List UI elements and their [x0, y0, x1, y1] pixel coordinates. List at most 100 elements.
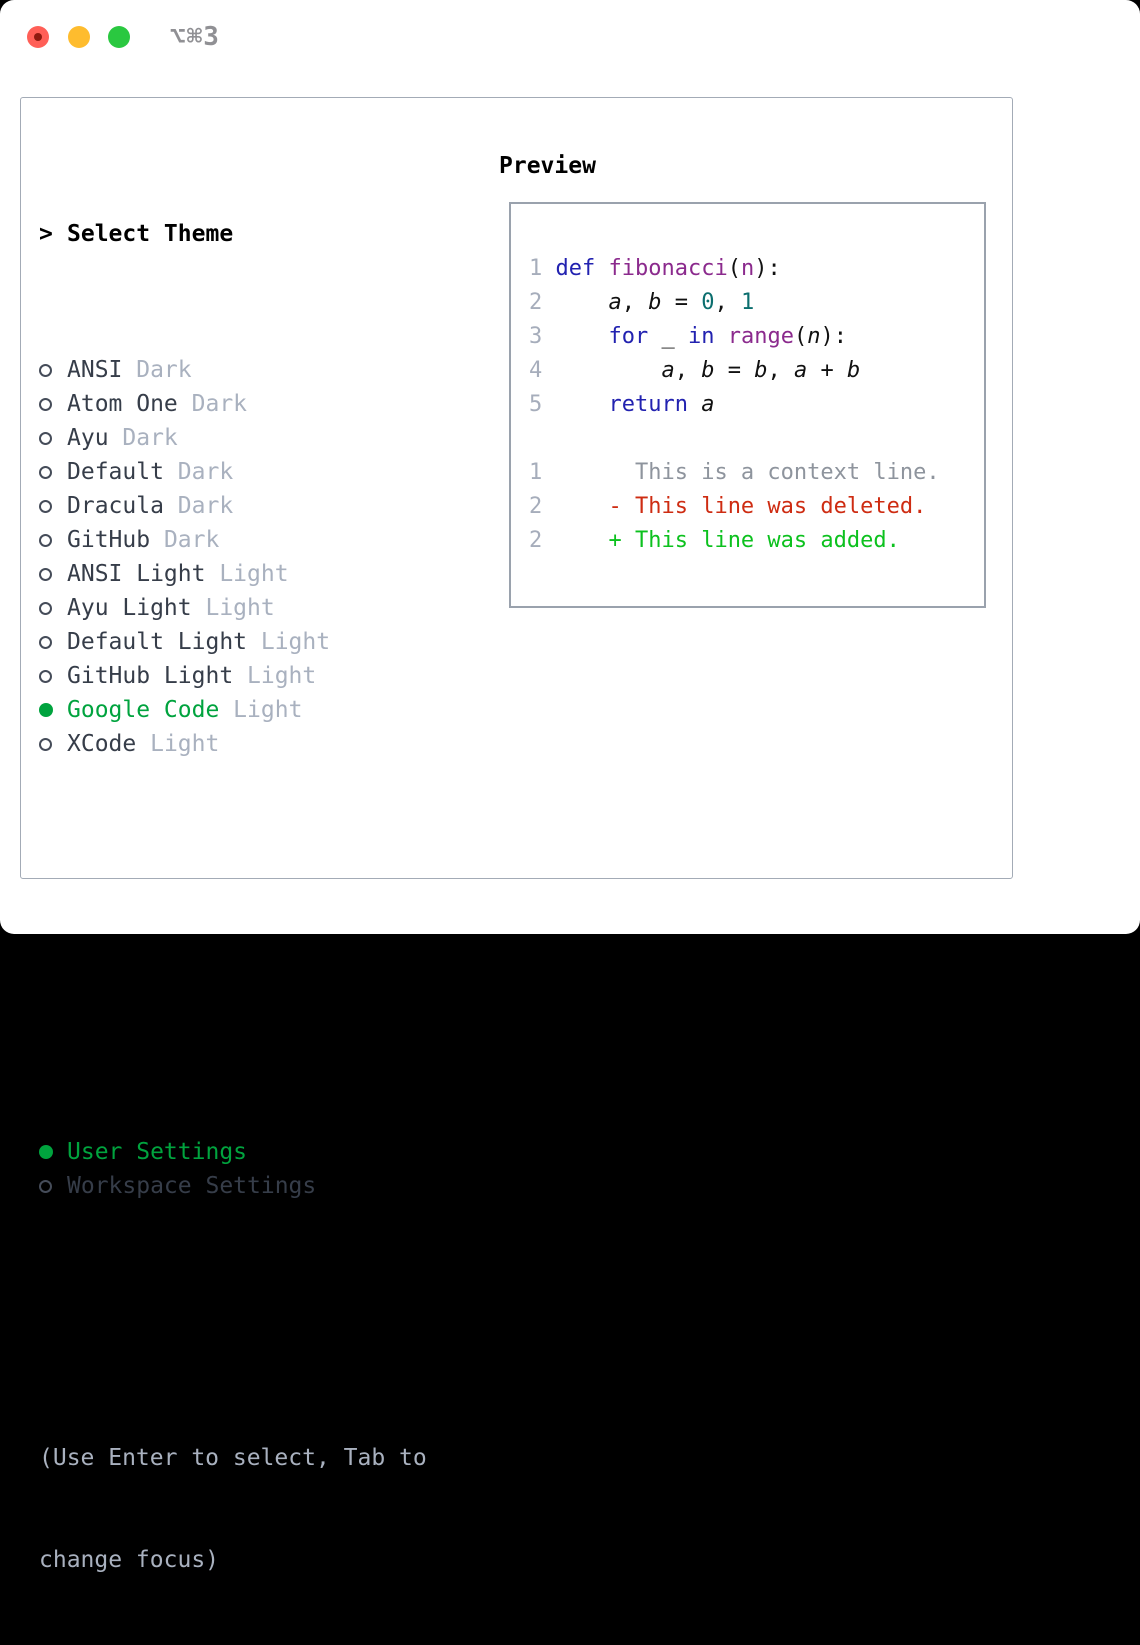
- theme-variant-label: Light: [136, 731, 220, 757]
- theme-option-github-dark[interactable]: GitHub Dark: [39, 523, 484, 557]
- theme-variant-label: Dark: [163, 493, 234, 519]
- gap: [542, 460, 608, 485]
- diff-line-ctx: 1 This is a context line.: [529, 456, 984, 490]
- radio-unselected-icon: [39, 669, 52, 683]
- theme-option-dracula-dark[interactable]: Dracula Dark: [39, 489, 484, 523]
- code-line: 5 return a: [529, 388, 984, 422]
- blank-line: [529, 422, 984, 456]
- code-token: b: [701, 358, 715, 383]
- line-number: 3: [529, 324, 556, 349]
- radio-unselected-icon: [39, 465, 67, 479]
- apply-to-header: Apply To: [39, 999, 484, 1033]
- theme-name: Default: [67, 459, 164, 485]
- apply-option-workspace-settings[interactable]: Workspace Settings: [39, 1169, 484, 1203]
- gap: [542, 494, 608, 519]
- theme-variant-label: Dark: [122, 357, 192, 383]
- theme-option-ayu-dark[interactable]: Ayu Dark: [39, 421, 484, 455]
- radio-unselected-icon: [39, 499, 52, 513]
- close-traffic-light-icon[interactable]: [27, 26, 49, 48]
- theme-variant-label: Dark: [150, 527, 220, 553]
- code-token: ,: [767, 358, 794, 383]
- radio-selected-icon: [39, 1145, 53, 1159]
- zoom-traffic-light-icon[interactable]: [108, 26, 130, 48]
- code-token: fibonacci: [608, 256, 728, 281]
- code-token: (: [727, 256, 741, 281]
- window-titlebar: ⌥⌘3: [0, 0, 1140, 74]
- radio-unselected-icon: [39, 397, 52, 411]
- radio-unselected-icon: [39, 465, 52, 479]
- code-token: ,: [621, 290, 649, 315]
- theme-option-xcode-light[interactable]: XCode Light: [39, 727, 484, 761]
- select-theme-header: > Select Theme: [39, 217, 484, 251]
- code-token: range: [727, 324, 794, 349]
- theme-variant-label: Light: [247, 629, 331, 655]
- code-line: 2 a, b = 0, 1: [529, 286, 984, 320]
- apply-to-title: Apply To: [67, 1003, 178, 1029]
- radio-unselected-icon: [39, 533, 52, 547]
- line-number: 4: [529, 358, 556, 383]
- theme-option-google-code-light[interactable]: Google Code Light: [39, 693, 484, 727]
- theme-name: Ayu Light: [67, 595, 192, 621]
- theme-option-ansi-light-light[interactable]: ANSI Light Light: [39, 557, 484, 591]
- code-token: a: [661, 358, 675, 383]
- code-token: a: [608, 290, 622, 315]
- minimize-traffic-light-icon[interactable]: [68, 26, 90, 48]
- theme-name: Google Code: [67, 697, 220, 723]
- diff-line-del: 2 - This line was deleted.: [529, 490, 984, 524]
- theme-name: Atom One: [67, 391, 178, 417]
- theme-option-ansi-dark[interactable]: ANSI Dark: [39, 353, 484, 387]
- code-token: n: [807, 324, 821, 349]
- code-token: a: [701, 392, 715, 417]
- code-token: _: [661, 324, 675, 349]
- code-token: a: [793, 358, 808, 383]
- line-number: 1: [529, 460, 543, 485]
- theme-option-github-light-light[interactable]: GitHub Light Light: [39, 659, 484, 693]
- radio-selected-icon: [39, 703, 53, 717]
- code-token: 1: [740, 290, 755, 315]
- radio-unselected-icon: [39, 363, 52, 377]
- code-token: +: [807, 358, 847, 383]
- code-token: [714, 324, 727, 349]
- code-token: ):: [754, 256, 781, 281]
- code-token: b: [846, 358, 861, 383]
- code-token: [648, 324, 661, 349]
- radio-selected-icon: [39, 1145, 67, 1159]
- radio-unselected-icon: [39, 669, 67, 683]
- spacer: [39, 1305, 484, 1339]
- diff-text-del: - This line was deleted.: [608, 494, 927, 519]
- line-number: 2: [529, 528, 543, 553]
- theme-name: ANSI Light: [67, 561, 206, 587]
- code-line: 4 a, b = b, a + b: [529, 354, 984, 388]
- code-token: ,: [714, 290, 741, 315]
- theme-name: ANSI: [67, 357, 123, 383]
- radio-unselected-icon: [39, 1179, 67, 1193]
- window-shortcut-label: ⌥⌘3: [170, 22, 220, 52]
- focus-caret-icon: >: [39, 221, 53, 247]
- blank: [529, 426, 542, 451]
- hint-text-line1: (Use Enter to select, Tab to: [39, 1445, 427, 1471]
- code-token: def: [555, 256, 596, 281]
- theme-option-ayu-light-light[interactable]: Ayu Light Light: [39, 591, 484, 625]
- radio-unselected-icon: [39, 601, 52, 615]
- code-token: ,: [674, 358, 702, 383]
- theme-option-atom-one-dark[interactable]: Atom One Dark: [39, 387, 484, 421]
- code-token: b: [648, 290, 662, 315]
- theme-option-default-light-light[interactable]: Default Light Light: [39, 625, 484, 659]
- code-token: in: [687, 324, 715, 349]
- code-line: 1 def fibonacci(n):: [529, 252, 984, 286]
- radio-unselected-icon: [39, 567, 67, 581]
- theme-name: GitHub Light: [67, 663, 234, 689]
- theme-name: Dracula: [67, 493, 164, 519]
- radio-unselected-icon: [39, 1179, 52, 1193]
- theme-option-default-dark[interactable]: Default Dark: [39, 455, 484, 489]
- theme-name: XCode: [67, 731, 137, 757]
- diff-line-add: 2 + This line was added.: [529, 524, 984, 558]
- apply-option-user-settings[interactable]: User Settings: [39, 1135, 484, 1169]
- apply-option-label: User Settings: [67, 1139, 248, 1165]
- select-theme-title: Select Theme: [67, 221, 234, 247]
